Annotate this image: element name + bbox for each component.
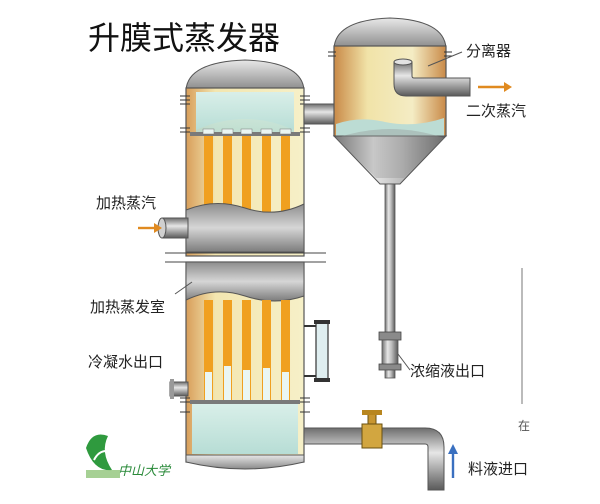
label-heating-chamber: 加热蒸发室 [90,298,166,316]
label-feed-inlet: 料液进口 [468,460,529,478]
column-top-dome [185,59,305,91]
leader-heating-chamber [174,281,193,295]
separator-cone [332,135,448,185]
label-secondary-steam: 二次蒸汽 [466,102,527,120]
feed-valve [361,410,383,449]
university-logo [86,434,120,478]
heating-tubes-lower [204,300,290,402]
label-edge-mark: 在 [518,419,531,433]
label-separator: 分离器 [466,42,512,60]
label-heating-steam: 加热蒸汽 [96,194,157,212]
secondary-steam-outlet-pipe [393,61,471,97]
logo-text: 中山大学 [118,464,171,479]
label-concentrate-outlet: 浓缩液出口 [410,362,486,380]
heating-tubes-upper [202,128,292,231]
leader-separator [427,51,463,67]
column-break-lower [185,261,305,302]
heating-steam-arrow [138,223,162,233]
leader-concentrate [397,353,411,371]
level-gauge [304,320,330,382]
column-bottom-head [185,454,305,470]
secondary-steam-arrow [478,82,512,92]
label-condensate-outlet: 冷凝水出口 [88,353,164,371]
bottom-liquid-chamber [192,404,298,454]
concentrate-pipe [384,183,396,335]
concentrate-outlet-nozzle [384,369,396,379]
column-break-upper [185,203,305,253]
separator-top-dome [333,17,447,49]
page-title: 升膜式蒸发器 [88,19,281,57]
feed-pipe [303,427,445,491]
feed-inlet-arrow [448,444,458,478]
